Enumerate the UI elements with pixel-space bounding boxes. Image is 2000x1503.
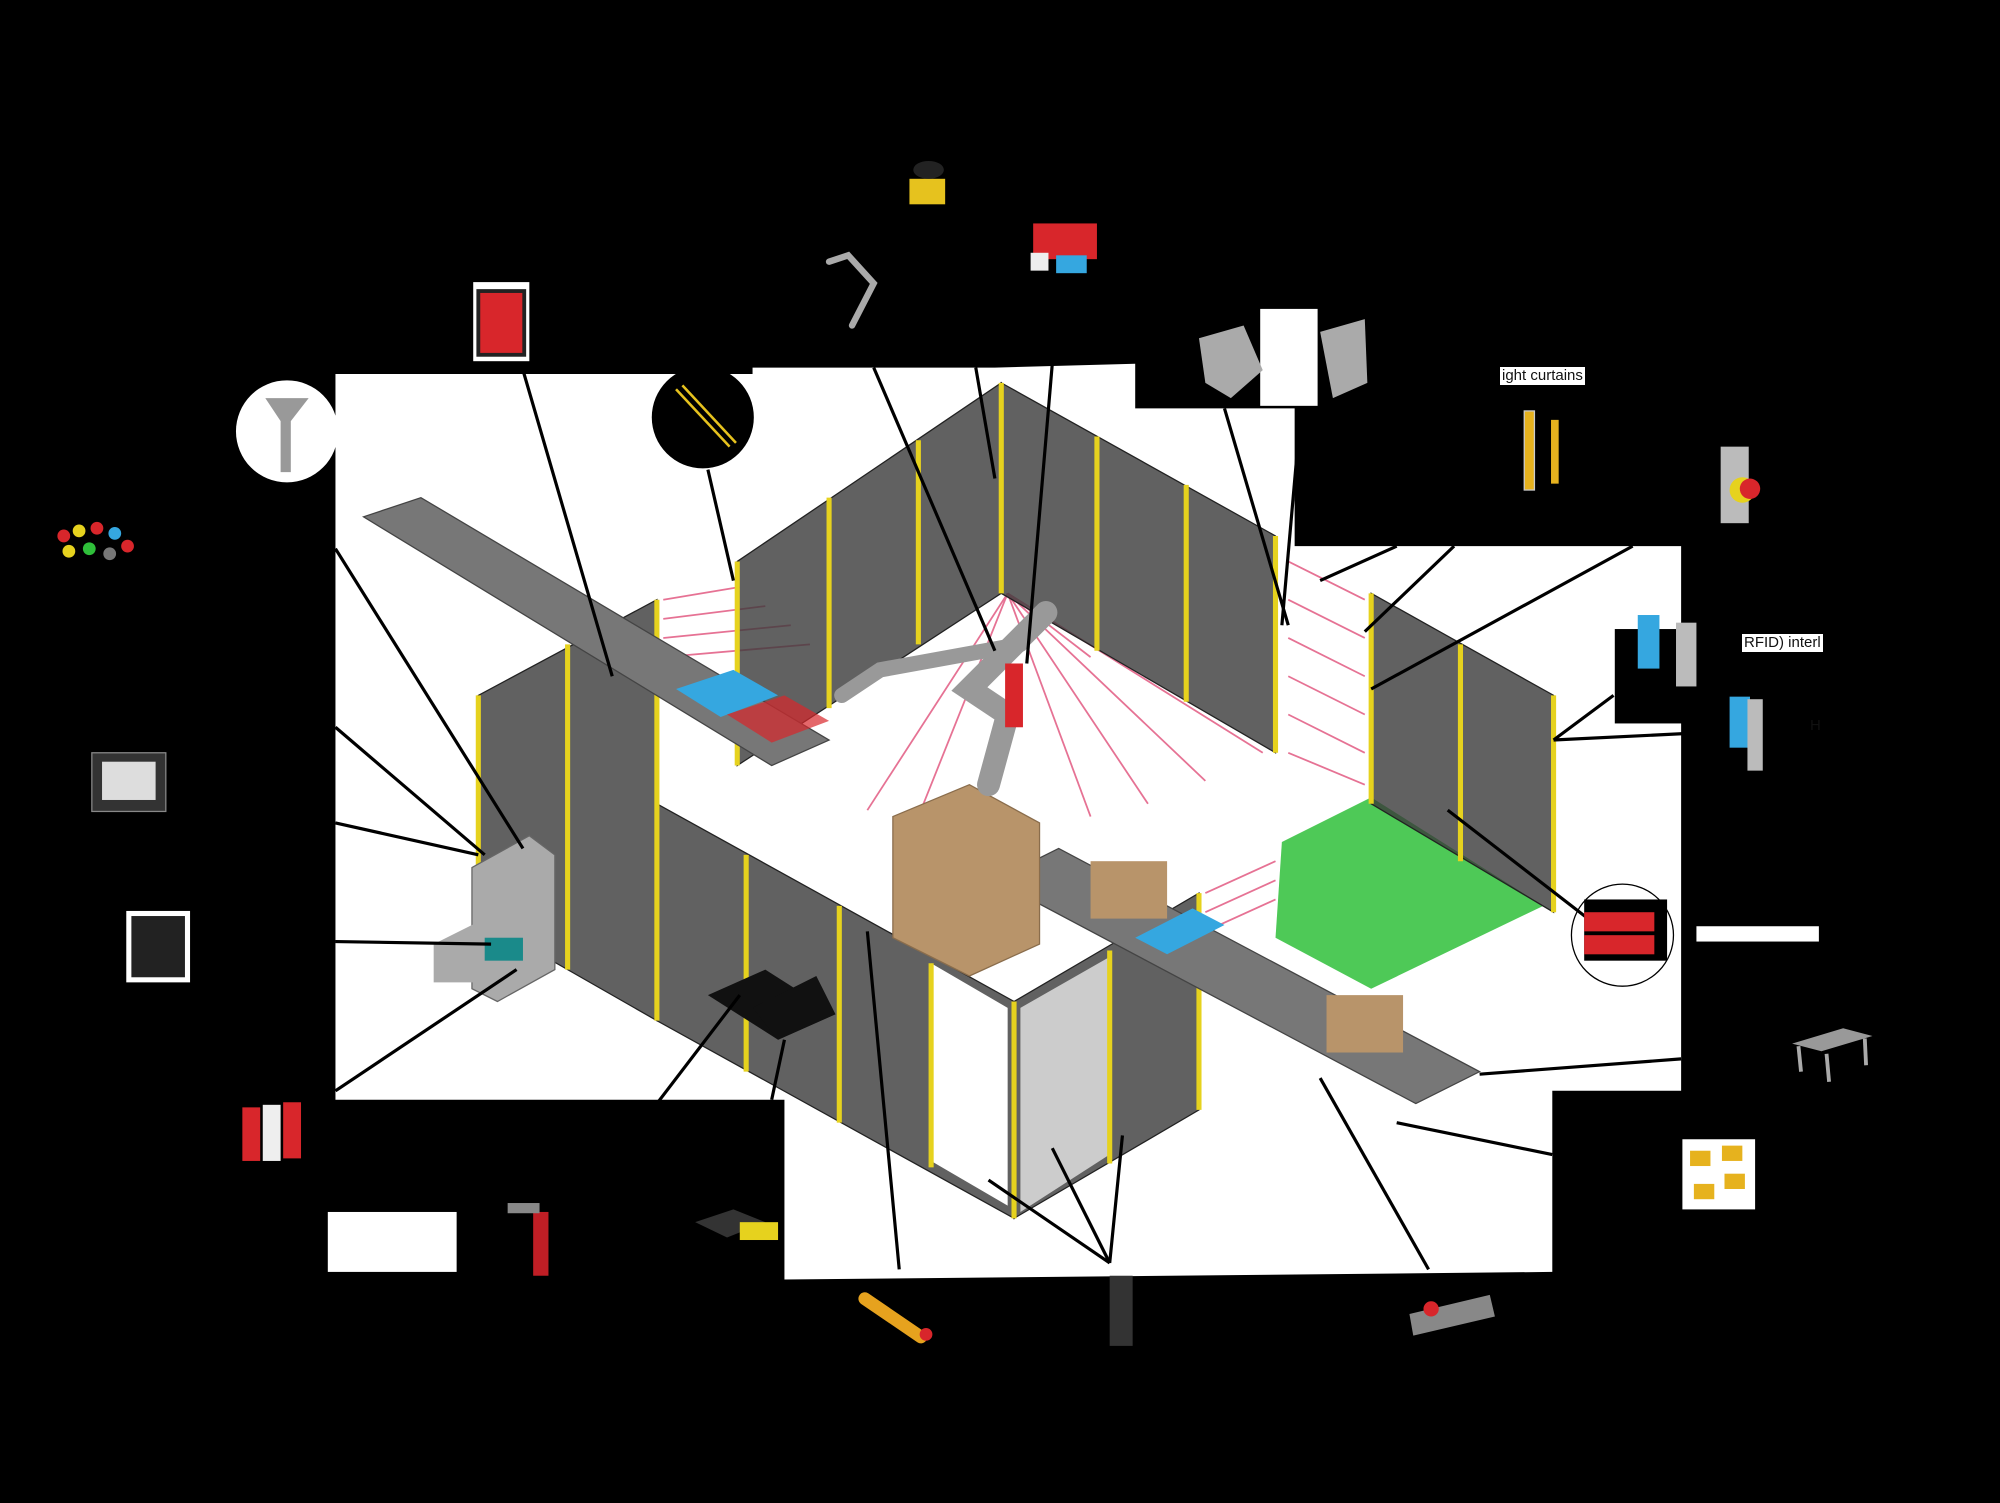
callout-lines [334, 363, 1684, 1271]
outfeed-conveyor [993, 847, 1481, 1105]
key-switch-icon [235, 380, 339, 483]
operator-station [433, 834, 556, 1003]
hinge-switch-box [1260, 308, 1318, 406]
cobot-icon [825, 251, 878, 329]
safety-mat-icon [695, 1209, 779, 1241]
rfid-interlock-icon [1614, 615, 1763, 771]
hmi-panel-icon [91, 752, 167, 813]
sliding-door-panel [1020, 956, 1110, 1212]
guard-lock-panel-icon [473, 282, 530, 362]
safety-controller-icon [126, 910, 191, 983]
magnetic-switch-label-box [1696, 926, 1819, 942]
door-opening [931, 963, 1008, 1206]
hinge-switch-label: H [1810, 717, 1821, 734]
light-beam-icon [651, 366, 754, 469]
emergency-stop-icon [1720, 446, 1761, 524]
label-box-blank [327, 1211, 457, 1272]
light-grid-icon [1109, 1275, 1133, 1346]
laser-scanner-icon [909, 160, 946, 205]
table-icon [1792, 1028, 1873, 1083]
door-interlock-icon [507, 1203, 549, 1276]
infeed-conveyor [362, 496, 831, 767]
control-station-icon [1409, 1294, 1495, 1336]
pallet-boxes [892, 783, 1041, 977]
enabling-device-icon [858, 1292, 933, 1344]
safety-mat-2 [752, 975, 836, 1040]
safety-relay-icon [242, 1102, 302, 1161]
light-curtains-label: ight curtains [1500, 367, 1585, 385]
safe-floor-zone [1275, 797, 1544, 989]
limit-switch-icon [1682, 1139, 1756, 1210]
solenoid-lock-icon [1030, 223, 1097, 274]
hinge-switch-icon [1198, 319, 1368, 399]
rfid-interlock-label: RFID) interl [1742, 634, 1823, 652]
light-curtain-icon [1523, 410, 1559, 491]
magnetic-switch-icon [1570, 883, 1675, 987]
pushbuttons-icon [57, 521, 134, 561]
